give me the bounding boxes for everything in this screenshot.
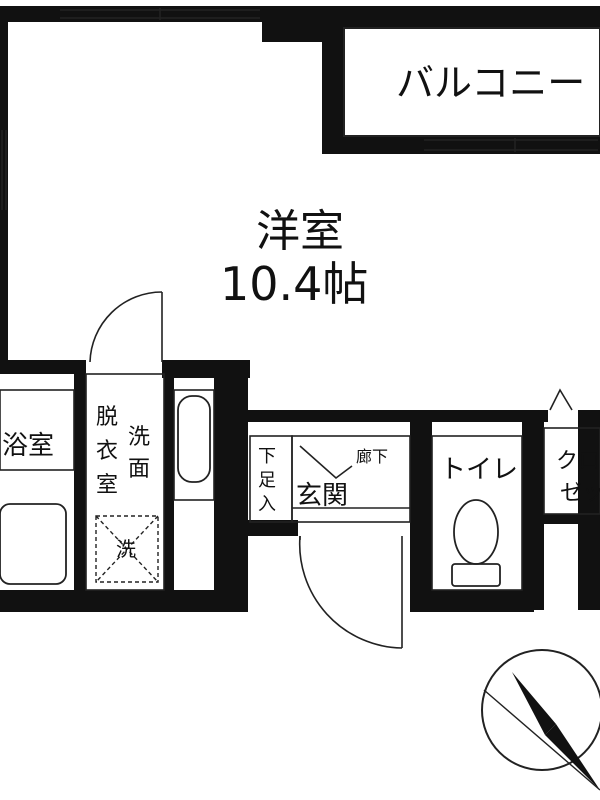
shoe-storage: 下 足 入 xyxy=(258,446,276,515)
corridor-label: 廊下 xyxy=(356,447,388,466)
washer-label: 洗 xyxy=(116,537,136,561)
north-arrow-icon xyxy=(481,649,600,791)
closet-label-line-1: クロ xyxy=(556,449,600,474)
shoe-storage-char-3: 入 xyxy=(258,494,276,515)
dressing-room-char-1: 脱 xyxy=(96,405,118,430)
door-swing-icon xyxy=(0,291,600,649)
dressing-room: 脱 衣 室 洗 面 xyxy=(96,405,150,498)
western-room-name: 洋室 xyxy=(256,206,344,257)
dressing-room-char-3: 室 xyxy=(96,473,118,498)
closet-label-line-2: ゼッ xyxy=(560,481,600,506)
washing-machine-icon xyxy=(95,515,159,583)
balcony: バルコニー xyxy=(343,27,600,137)
dressing-room-char-2: 衣 xyxy=(96,439,118,464)
shoe-storage-char-1: 下 xyxy=(258,446,276,467)
balcony-label: バルコニー xyxy=(396,61,585,105)
walls xyxy=(0,6,600,612)
toilet-label: トイレ xyxy=(440,455,518,485)
windows xyxy=(1,8,598,210)
bath-label: 浴室 xyxy=(2,431,54,461)
vanity-char-1: 洗 xyxy=(128,425,150,450)
vanity-char-2: 面 xyxy=(128,457,150,482)
shoe-storage-char-2: 足 xyxy=(258,470,276,491)
western-room: 洋室 10.4帖 xyxy=(220,206,368,311)
toilet-icon xyxy=(451,499,501,587)
western-room-size: 10.4帖 xyxy=(220,257,368,311)
bathtub-icon xyxy=(0,395,211,585)
entrance-label: 玄関 xyxy=(296,481,348,511)
